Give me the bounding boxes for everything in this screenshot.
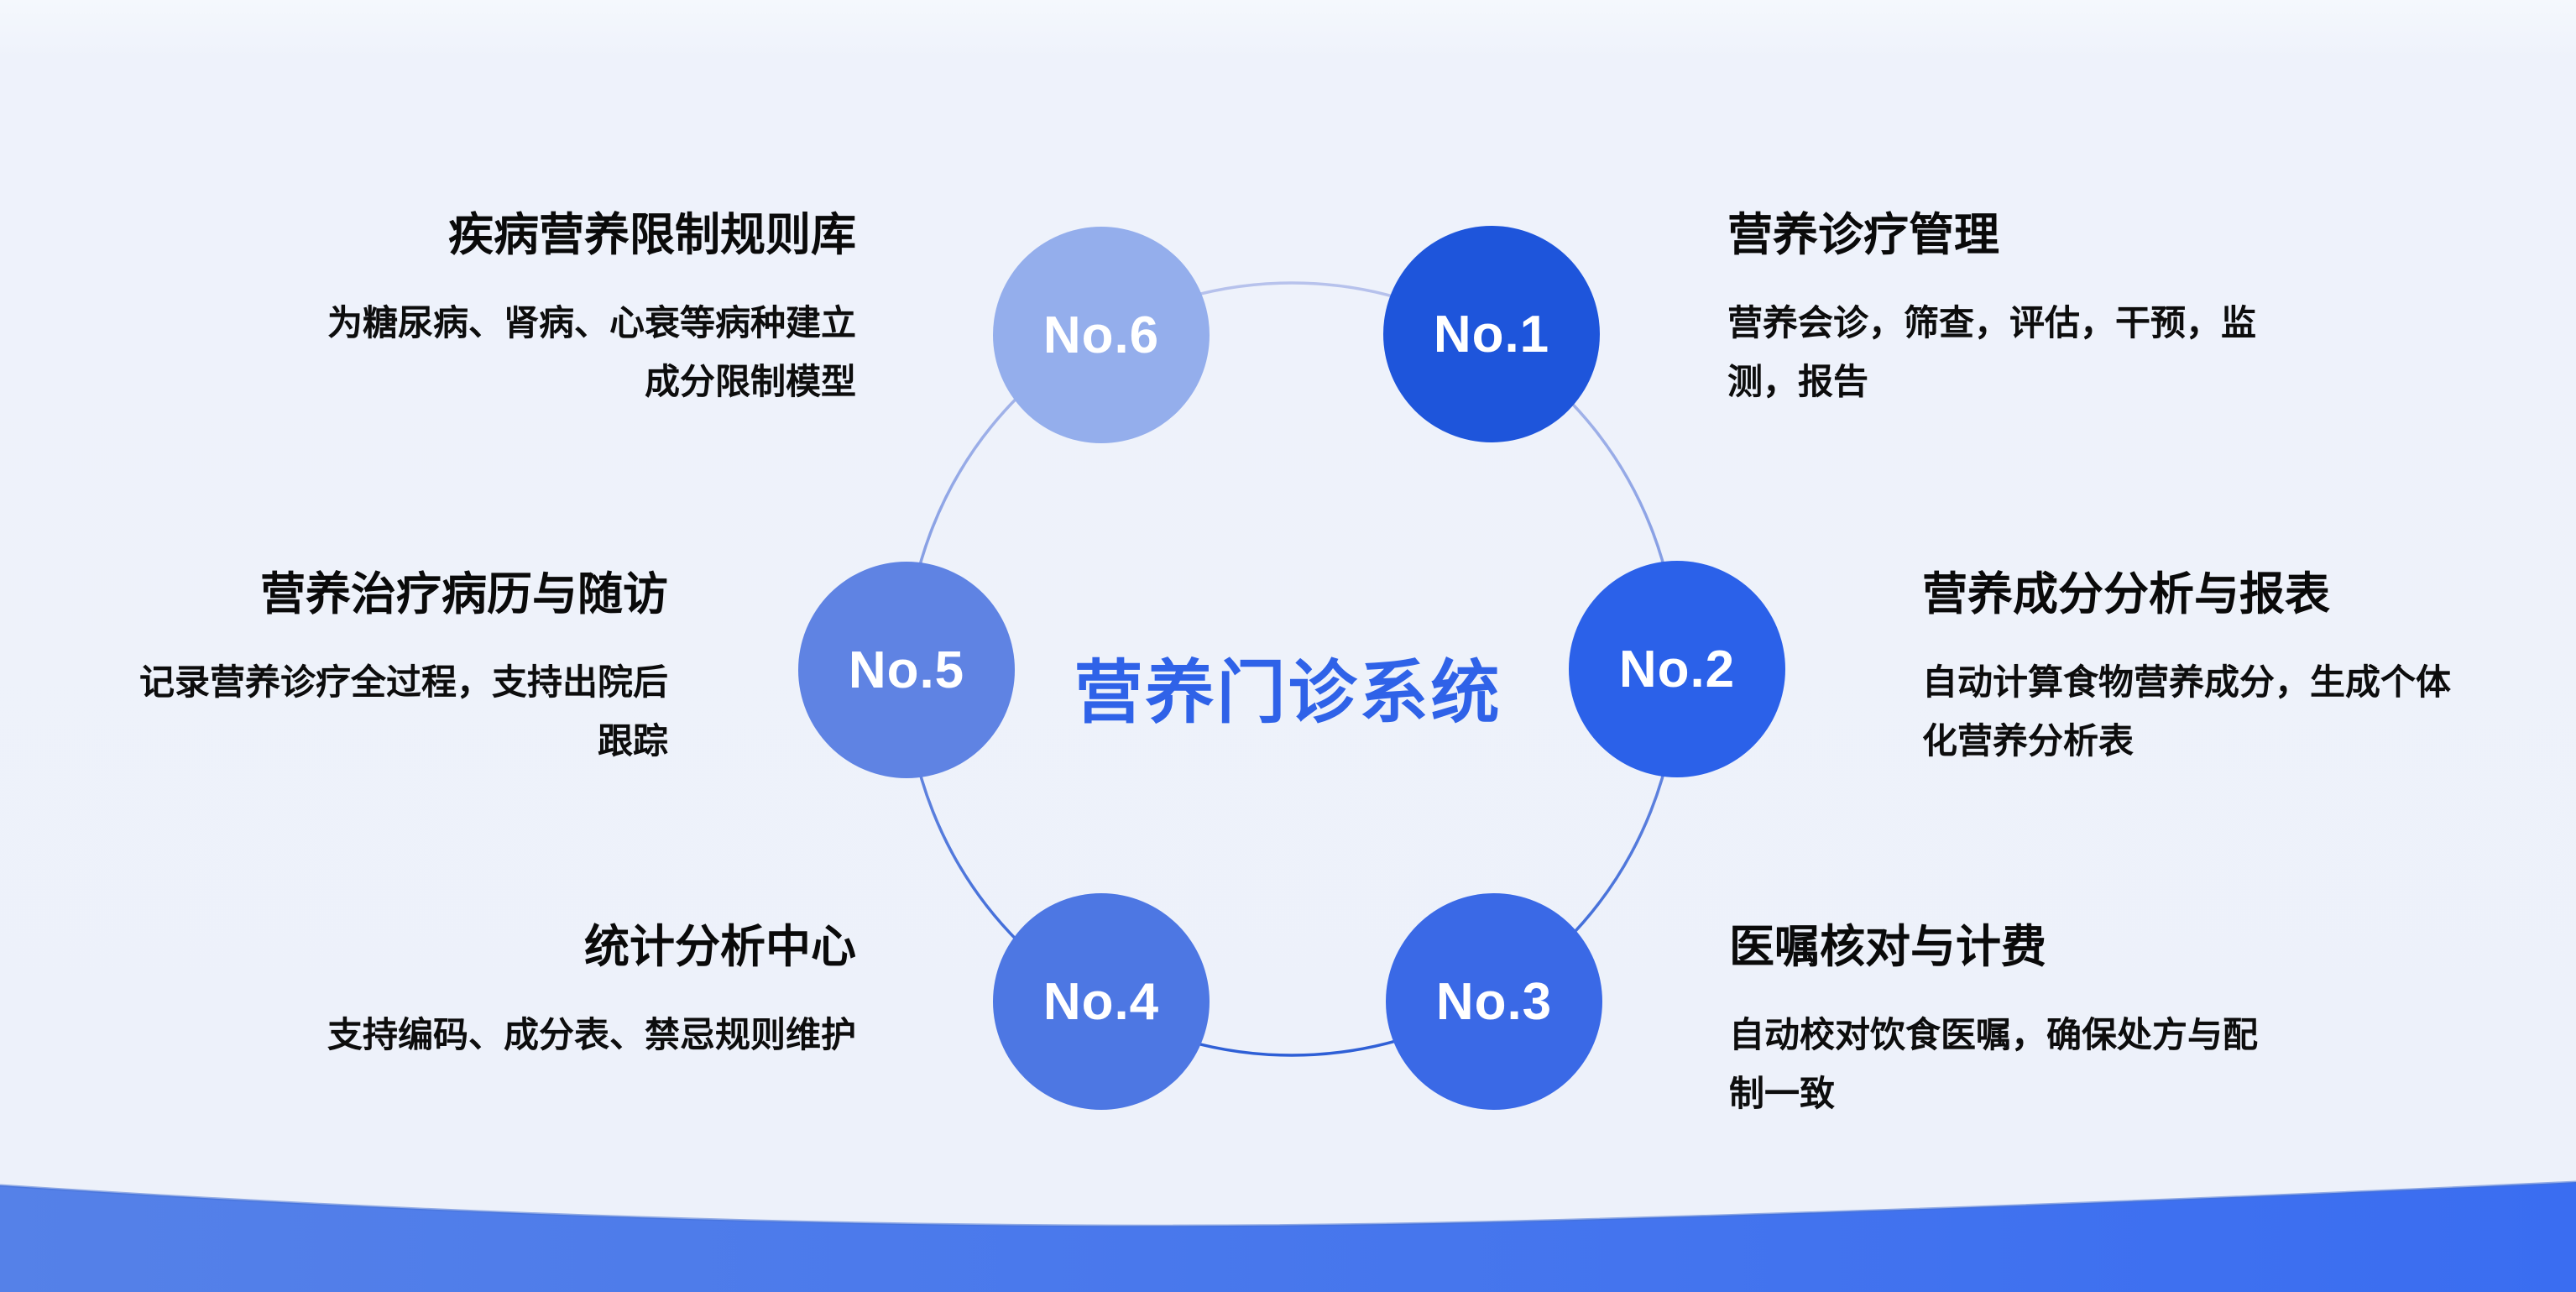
section-no3-desc-line2: 制一致	[1729, 1074, 1836, 1113]
section-no5-desc-line1: 记录营养诊疗全过程，支持出院后	[138, 662, 668, 702]
center-title: 营养门诊系统	[1074, 655, 1502, 731]
node-no1: No.1	[1383, 226, 1600, 442]
node-no5: No.5	[798, 562, 1015, 778]
section-no5-desc-line2: 跟踪	[597, 721, 668, 761]
section-no1: 营养诊疗管理 营养会诊，筛查，评估，干预，监 测，报告	[1727, 210, 2256, 411]
node-no2-label: No.2	[1618, 640, 1736, 698]
section-no3-desc-line1: 自动校对饮食医嘱，确保处方与配	[1729, 1015, 2259, 1054]
section-no6-desc-line1: 为糖尿病、肾病、心衰等病种建立	[327, 303, 856, 343]
section-no4-desc-line1: 支持编码、成分表、禁忌规则维护	[327, 1015, 856, 1054]
section-no6: 疾病营养限制规则库 为糖尿病、肾病、心衰等病种建立 成分限制模型	[327, 210, 856, 411]
node-no6-label: No.6	[1042, 306, 1160, 364]
node-no5-label: No.5	[848, 641, 965, 699]
section-no2-desc-line2: 化营养分析表	[1922, 721, 2134, 761]
section-no2-desc-line1: 自动计算食物营养成分，生成个体	[1922, 662, 2452, 702]
section-no2: 营养成分分析与报表 自动计算食物营养成分，生成个体 化营养分析表	[1922, 569, 2451, 771]
section-no1-desc-line1: 营养会诊，筛查，评估，干预，监	[1727, 303, 2257, 343]
section-no5-title: 营养治疗病历与随访	[260, 569, 668, 620]
node-no6: No.6	[993, 227, 1210, 443]
node-no2: No.2	[1569, 561, 1785, 777]
section-no4-title: 统计分析中心	[584, 922, 856, 972]
section-no4: 统计分析中心 支持编码、成分表、禁忌规则维护	[327, 922, 856, 1064]
section-no1-desc-line2: 测，报告	[1727, 362, 1869, 401]
section-no3: 医嘱核对与计费 自动校对饮食医嘱，确保处方与配 制一致	[1729, 922, 2258, 1123]
section-no5: 营养治疗病历与随访 记录营养诊疗全过程，支持出院后 跟踪	[139, 569, 668, 771]
node-no4: No.4	[993, 893, 1210, 1110]
node-no4-label: No.4	[1042, 972, 1160, 1031]
node-no1-label: No.1	[1433, 305, 1550, 364]
node-no3: No.3	[1386, 893, 1602, 1110]
section-no2-title: 营养成分分析与报表	[1922, 569, 2330, 620]
node-no3-label: No.3	[1435, 972, 1553, 1031]
section-no6-desc-line2: 成分限制模型	[644, 362, 856, 401]
section-no6-title: 疾病营养限制规则库	[448, 210, 856, 260]
bottom-wave-edge	[0, 1180, 2576, 1227]
section-no1-title: 营养诊疗管理	[1727, 210, 1999, 260]
section-no3-title: 医嘱核对与计费	[1729, 922, 2046, 972]
